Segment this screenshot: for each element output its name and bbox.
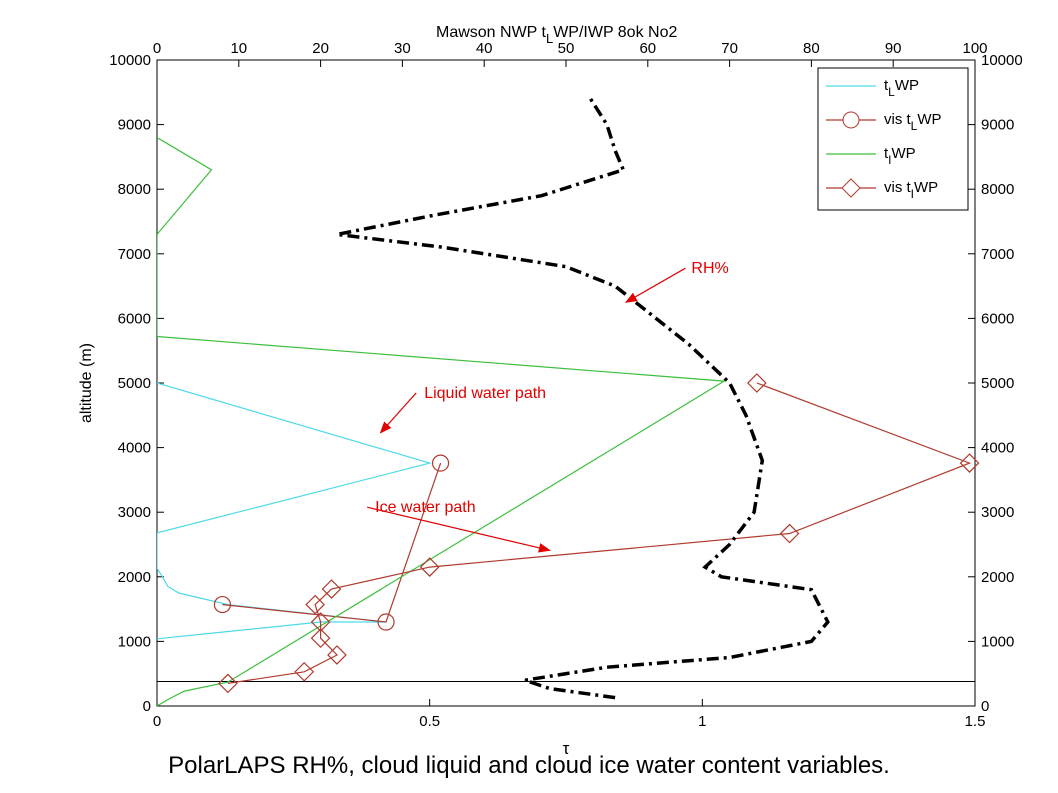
x-tick-label: 0 — [153, 713, 161, 730]
y-tick-label: 4000 — [118, 440, 151, 457]
legend-label: tLWP — [884, 77, 919, 99]
annotation-arrow — [379, 392, 417, 434]
x-top-tick-label: 40 — [476, 40, 493, 57]
series-marker-diamond — [310, 612, 331, 632]
y-tick-label: 8000 — [118, 181, 151, 198]
annotation-arrow — [624, 267, 686, 303]
series-marker-diamond — [321, 579, 342, 599]
annotation-arrow — [366, 506, 551, 553]
series-marker-diamond — [305, 594, 325, 615]
x-top-tick-label: 30 — [394, 40, 411, 57]
y-tick-label: 2000 — [118, 569, 151, 586]
series-line-0 — [157, 382, 432, 640]
y-right-tick-label: 7000 — [981, 246, 1014, 263]
x-top-tick-label: 50 — [558, 40, 575, 57]
y-tick-label: 5000 — [118, 375, 151, 392]
series-marker-diamond — [959, 453, 980, 473]
annotation-label: RH% — [691, 260, 728, 277]
x-top-tick-label: 10 — [230, 40, 247, 57]
annotation-label: Liquid water path — [424, 385, 546, 402]
y-tick-label: 1000 — [118, 633, 151, 650]
figure-caption: PolarLAPS RH%, cloud liquid and cloud ic… — [168, 752, 890, 779]
x-top-tick-label: 60 — [639, 40, 656, 57]
x-tick-label: 1.5 — [965, 713, 986, 730]
series-marker-diamond — [218, 673, 238, 694]
legend-label: vis tLWP — [884, 111, 942, 133]
legend-label: vis tIWP — [884, 179, 938, 201]
legend-label: tIWP — [884, 145, 916, 167]
legend-marker-circle — [842, 111, 860, 129]
series-marker-diamond — [747, 373, 767, 393]
y-right-tick-label: 1000 — [981, 633, 1014, 650]
y-axis-label: altitude (m) — [78, 343, 95, 423]
y-tick-label: 10000 — [109, 52, 151, 69]
series-line-4 — [336, 97, 830, 700]
series-marker-diamond — [779, 523, 800, 544]
y-right-tick-label: 3000 — [981, 504, 1014, 521]
x-top-tick-label: 0 — [153, 40, 161, 57]
x-tick-label: 0.5 — [419, 713, 440, 730]
series-marker-diamond — [419, 557, 440, 577]
y-right-tick-label: 8000 — [981, 181, 1014, 198]
y-tick-label: 0 — [143, 698, 151, 715]
series-marker-circle — [377, 613, 395, 631]
x-top-tick-label: 70 — [721, 40, 738, 57]
series-marker-circle — [431, 454, 450, 472]
series-line-2 — [157, 136, 727, 706]
y-right-tick-label: 4000 — [981, 440, 1014, 457]
y-tick-label: 7000 — [118, 246, 151, 263]
x-top-tick-label: 90 — [885, 40, 902, 57]
series-marker-diamond — [327, 645, 347, 665]
y-right-tick-label: 9000 — [981, 117, 1014, 134]
y-right-tick-label: 6000 — [981, 310, 1014, 327]
y-right-tick-label: 10000 — [981, 52, 1023, 69]
series-line-3 — [227, 382, 972, 684]
series-group — [157, 97, 972, 706]
series-marker-diamond — [294, 661, 315, 682]
x-tick-label: 1 — [698, 713, 706, 730]
y-tick-label: 9000 — [118, 117, 151, 134]
series-line-1 — [222, 462, 442, 623]
legend-marker-diamond — [841, 178, 861, 198]
annotation-label: Ice water path — [375, 499, 476, 516]
series-marker-diamond — [310, 628, 331, 649]
y-right-tick-label: 0 — [981, 698, 989, 715]
x-top-tick-label: 80 — [803, 40, 820, 57]
chart-title: Mawson NWP tLWP/IWP 8ok No2 — [436, 24, 677, 46]
x-axis-label: τ — [563, 739, 570, 758]
y-tick-label: 3000 — [118, 504, 151, 521]
y-tick-label: 6000 — [118, 310, 151, 327]
y-right-tick-label: 2000 — [981, 569, 1014, 586]
y-right-tick-label: 5000 — [981, 375, 1014, 392]
series-marker-circle — [213, 595, 232, 614]
x-top-tick-label: 100 — [962, 40, 987, 57]
x-top-tick-label: 20 — [312, 40, 329, 57]
